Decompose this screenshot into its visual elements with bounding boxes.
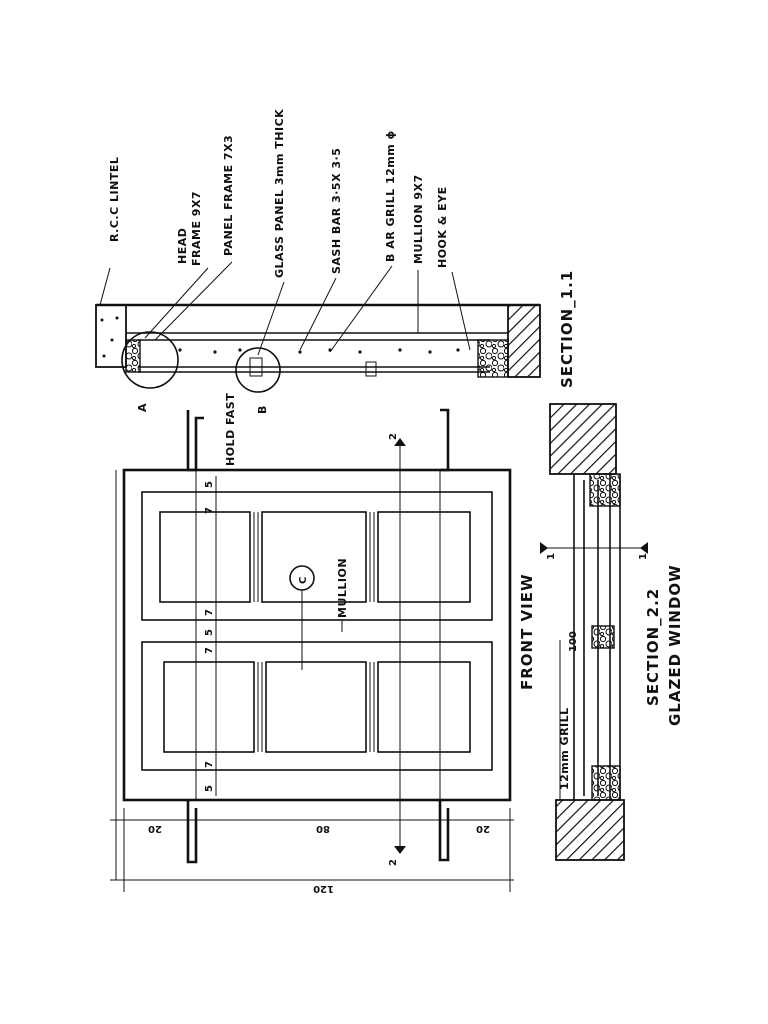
section-1-1-title: SECTION_1.1	[558, 270, 576, 388]
label-hold-fast: HOLD FAST	[224, 393, 237, 466]
front-view: 2 2 7 5 7 5 7 7 5 20 80 20 120 HOLD FAST…	[110, 393, 536, 894]
label-glass-panel: GLASS PANEL 3mm THICK	[273, 109, 286, 278]
callout-circle-b	[235, 347, 281, 393]
callout-b: B	[256, 405, 269, 414]
label-bar-grill: B AR GRILL 12mm ϕ	[384, 130, 397, 262]
dim-20-b: 20	[476, 823, 490, 834]
dim-7-d: 7	[204, 761, 215, 768]
dim-20-a: 20	[148, 823, 162, 834]
wall-top	[549, 403, 617, 475]
wall-bottom	[555, 799, 625, 861]
dim-7-b: 7	[204, 609, 215, 616]
front-view-title: FRONT VIEW	[518, 573, 536, 690]
section-2-2-title: SECTION_2.2	[644, 588, 662, 706]
label-12mm-grill: 12mm GRILL	[558, 707, 571, 790]
leaf-right	[141, 491, 493, 621]
section-marker-1-right: 1	[638, 553, 649, 560]
dim-7-c: 7	[204, 647, 215, 654]
callout-c: C	[298, 577, 309, 584]
label-head-frame-1: HEAD	[176, 228, 189, 264]
label-hook-eye: HOOK & EYE	[436, 186, 449, 268]
label-mullion-front: MULLION	[336, 558, 349, 618]
leaf-left	[141, 641, 493, 771]
label-rcc-lintel: R.C.C LINTEL	[108, 157, 121, 242]
dim-5-c: 5	[204, 785, 215, 792]
callout-a: A	[136, 403, 149, 412]
section-marker-2-top: 2	[388, 433, 399, 440]
dim-120: 120	[313, 883, 334, 894]
outer-frame	[122, 468, 512, 802]
label-panel-frame: PANEL FRAME 7X3	[222, 135, 235, 256]
dim-80: 80	[316, 823, 330, 834]
label-head-frame-2: FRAME 9X7	[190, 191, 203, 266]
glazed-window-title: GLAZED WINDOW	[666, 564, 684, 726]
label-mullion: MULLION 9X7	[412, 174, 425, 264]
section-marker-1-left: 1	[546, 553, 557, 560]
sill-wall	[507, 304, 541, 378]
section-1-1: R.C.C LINTEL HEAD FRAME 9X7 PANEL FRAME …	[95, 109, 576, 414]
rcc-lintel	[95, 304, 127, 368]
dim-5-b: 5	[204, 629, 215, 636]
section-marker-2-bottom: 2	[388, 859, 399, 866]
dim-7-a: 7	[204, 507, 215, 514]
dim-5-a: 5	[204, 481, 215, 488]
section-2-2: 1 1 12mm GRILL 100 SECTION_2.2 GLAZED WI…	[540, 403, 684, 861]
dim-100: 100	[568, 631, 579, 652]
label-sash-bar: SASH BAR 3·5X 3·5	[330, 148, 343, 274]
